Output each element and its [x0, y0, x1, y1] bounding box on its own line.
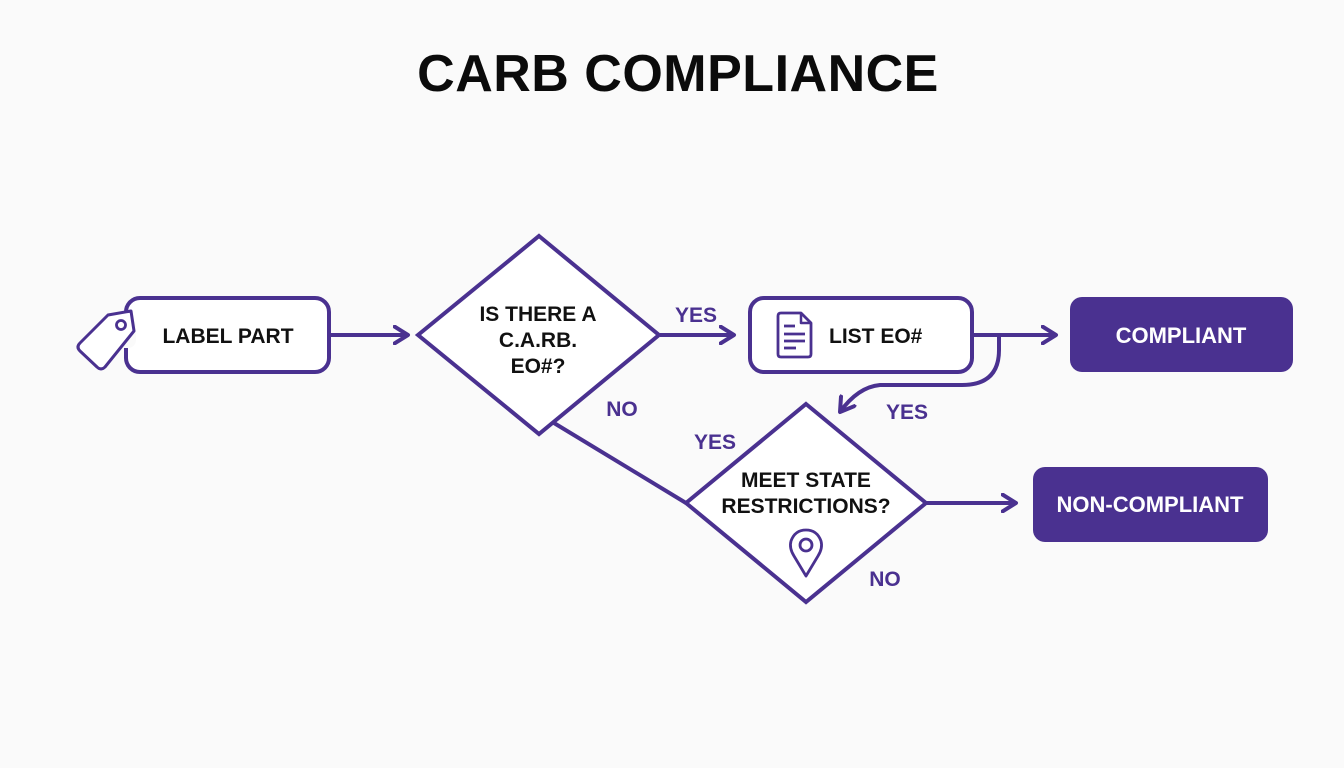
- edge-label-carb-no: NO: [606, 398, 638, 421]
- decision-carb-eo-line-2: C.A.RB.: [499, 329, 577, 352]
- edge-label-list-yes: YES: [886, 401, 928, 424]
- edge-label-carb-yes: YES: [675, 304, 717, 327]
- terminal-compliant-text: COMPLIANT: [1116, 323, 1247, 348]
- decision-state-restrictions[interactable]: MEET STATE RESTRICTIONS?: [682, 401, 930, 605]
- node-label-part[interactable]: LABEL PART: [76, 296, 331, 374]
- decision-carb-eo[interactable]: IS THERE A C.A.RB. EO#?: [414, 233, 663, 437]
- decision-state-line-1: MEET STATE: [741, 469, 871, 492]
- terminal-non-compliant[interactable]: NON-COMPLIANT: [1033, 467, 1268, 542]
- decision-carb-eo-line-1: IS THERE A: [479, 303, 596, 326]
- node-list-eo[interactable]: LIST EO#: [748, 296, 974, 374]
- node-label-part-text: LABEL PART: [162, 325, 293, 348]
- decision-state-line-2: RESTRICTIONS?: [721, 495, 890, 518]
- terminal-compliant[interactable]: COMPLIANT: [1070, 297, 1293, 372]
- document-icon: [776, 311, 813, 359]
- node-list-eo-text: LIST EO#: [829, 325, 923, 348]
- edge-question-no-to-state: [552, 421, 688, 505]
- edge-label-state-no: NO: [869, 568, 901, 591]
- edge-label-state-yes: YES: [694, 431, 736, 454]
- edge-list-yes-to-state: [840, 337, 1001, 412]
- terminal-non-compliant-text: NON-COMPLIANT: [1057, 492, 1245, 517]
- location-pin-icon: [789, 528, 823, 578]
- decision-carb-eo-line-3: EO#?: [511, 355, 566, 378]
- diagram-title: CARB COMPLIANCE: [417, 45, 939, 103]
- tag-icon: [76, 309, 136, 371]
